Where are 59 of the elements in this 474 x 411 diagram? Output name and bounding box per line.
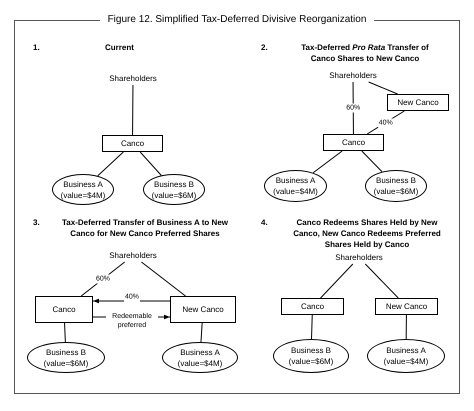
panel-number: 4. bbox=[261, 217, 269, 228]
node-text: Business A bbox=[63, 178, 103, 190]
node-text: Canco bbox=[342, 137, 366, 148]
node-text: (value=$4M) bbox=[178, 358, 222, 368]
node-text: (value=$4M) bbox=[273, 186, 318, 197]
connector-line bbox=[140, 262, 186, 296]
node-text: (value=$6M) bbox=[44, 358, 88, 368]
entity-box bbox=[102, 135, 163, 152]
connector-line bbox=[311, 314, 313, 340]
node-text: Business A bbox=[180, 346, 220, 358]
node-text: Shareholders bbox=[109, 73, 157, 84]
entity-box bbox=[170, 296, 236, 323]
node-text: New Canco bbox=[386, 301, 428, 312]
node-text: (value=$6M) bbox=[152, 190, 196, 200]
node-text: Canco bbox=[120, 138, 144, 149]
node-text: Shareholders bbox=[109, 250, 157, 261]
connector-line bbox=[312, 150, 343, 174]
panel-heading: Current bbox=[105, 42, 135, 53]
panel-number: 3. bbox=[33, 217, 41, 228]
arrow bbox=[92, 298, 170, 304]
node-text: Business A bbox=[276, 175, 316, 186]
figure-title: Figure 12. Simplified Tax-Deferred Divisive Reorganization bbox=[100, 13, 374, 27]
panel-heading: Tax-Deferred Transfer of Business A to New Canco for New Canco Preferred Shares bbox=[61, 217, 229, 239]
connector-line bbox=[406, 314, 407, 340]
connector-line bbox=[352, 82, 354, 134]
connector-line bbox=[364, 264, 399, 298]
connector-line bbox=[361, 150, 383, 172]
connector-line bbox=[97, 152, 124, 176]
connector-line bbox=[200, 322, 203, 342]
node-text: Business B bbox=[154, 178, 194, 190]
node-text: (value=$4M) bbox=[384, 356, 428, 367]
node-text: Business B bbox=[290, 345, 332, 356]
node-text: (value=$6M) bbox=[374, 186, 418, 197]
panel-number: 2. bbox=[261, 42, 269, 53]
entity-box bbox=[35, 296, 93, 323]
entity-box bbox=[281, 298, 344, 315]
entity-box bbox=[323, 134, 384, 151]
node-text: Business B bbox=[46, 346, 86, 358]
panel-heading: Tax-Deferred Pro Rata Transfer of Canco Shares to New Canco bbox=[300, 42, 430, 64]
node-text: New Canco bbox=[182, 304, 224, 315]
connector-line bbox=[368, 82, 398, 94]
node-text: Shareholders bbox=[335, 252, 383, 263]
node-text: New Canco bbox=[397, 97, 439, 108]
connector-line bbox=[132, 84, 134, 136]
panel-heading: Canco Redeems Shares Held by New Canco, New Canco Redeems Preferred Shares Held by Canco bbox=[292, 217, 442, 250]
node-text: (value=$4M) bbox=[60, 190, 106, 200]
node-text: Shareholders bbox=[329, 70, 377, 81]
node-text: Canco bbox=[300, 301, 324, 312]
panel-number: 1. bbox=[33, 42, 41, 53]
node-text: Canco bbox=[52, 304, 76, 315]
node-text: Business B bbox=[376, 175, 416, 186]
entity-box bbox=[387, 94, 449, 111]
connector-line bbox=[64, 322, 66, 342]
node-text: (value=$6M) bbox=[288, 356, 334, 367]
connector-line bbox=[140, 152, 162, 176]
node-text: Business A bbox=[386, 345, 426, 356]
entity-box bbox=[375, 298, 438, 315]
connector-line bbox=[80, 262, 126, 296]
connector-line bbox=[320, 264, 354, 298]
